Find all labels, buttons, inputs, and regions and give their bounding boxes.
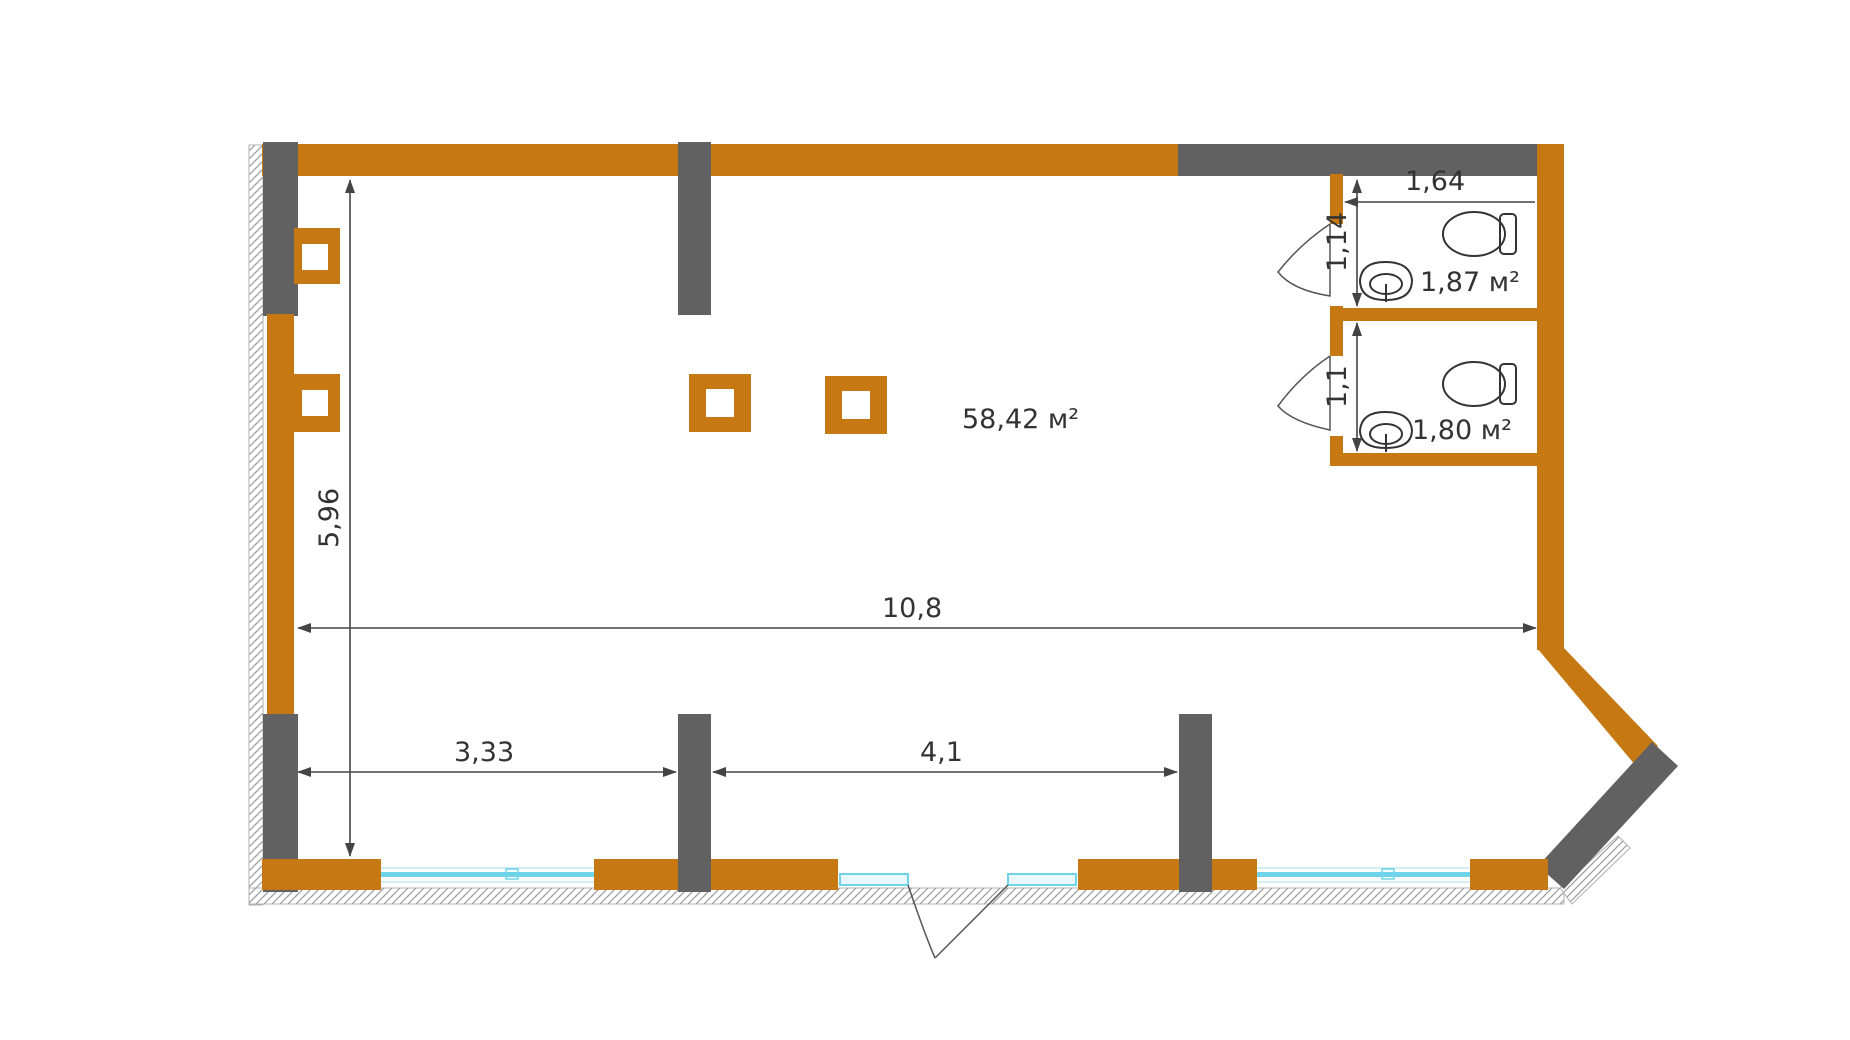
sink-icon bbox=[1358, 410, 1414, 452]
dim-wc2-depth-label: 1,1 bbox=[1322, 365, 1353, 408]
column-icon bbox=[294, 228, 340, 284]
dim-height-label: 5,96 bbox=[314, 488, 345, 548]
partition-top bbox=[678, 142, 711, 315]
wc-wall-left-upper bbox=[1330, 174, 1343, 224]
column-icon bbox=[294, 374, 340, 432]
exterior-hatch-corner bbox=[1559, 835, 1631, 905]
wall-right bbox=[1537, 144, 1564, 650]
wall-top-gray bbox=[1178, 144, 1540, 176]
wall-bottom-1 bbox=[262, 859, 381, 890]
toilet-icon bbox=[1442, 361, 1517, 407]
dim-wc-width-label: 1,64 bbox=[1405, 166, 1465, 197]
window-icon bbox=[381, 867, 594, 883]
window-icon bbox=[1257, 867, 1470, 883]
dim-width-total-label: 10,8 bbox=[882, 593, 942, 624]
wall-left bbox=[267, 314, 294, 716]
wall-left-gray-top bbox=[263, 142, 298, 316]
dim-wc1-depth-label: 1,14 bbox=[1322, 212, 1353, 272]
wall-bottom-4 bbox=[1470, 859, 1548, 890]
wc-divider bbox=[1330, 308, 1540, 321]
exterior-hatch-bottom bbox=[248, 887, 1565, 905]
wall-corner-gray bbox=[1538, 742, 1678, 889]
door-swing-icon bbox=[1277, 223, 1331, 297]
column-icon bbox=[825, 376, 887, 434]
dimension-lines bbox=[297, 179, 1537, 857]
wall-right-diagonal bbox=[1537, 648, 1658, 766]
wall-bottom-2 bbox=[594, 859, 838, 890]
main-area-label: 58,42 м² bbox=[962, 404, 1079, 435]
toilet-icon bbox=[1442, 211, 1517, 257]
wc-wall-bottom bbox=[1330, 453, 1540, 466]
wall-bottom-3 bbox=[1078, 859, 1257, 890]
column-icon bbox=[689, 374, 751, 432]
exterior-hatch-left bbox=[248, 144, 264, 906]
wall-top bbox=[262, 144, 1180, 176]
door-swing-icon bbox=[1277, 355, 1331, 431]
sink-icon bbox=[1358, 260, 1414, 302]
partition-bottom-right bbox=[1179, 714, 1212, 892]
dim-mid-segment-label: 4,1 bbox=[920, 737, 963, 768]
dim-left-segment-label: 3,33 bbox=[454, 737, 514, 768]
partition-bottom-left bbox=[678, 714, 711, 892]
wc1-area-label: 1,87 м² bbox=[1420, 267, 1520, 298]
door-swing-icon bbox=[839, 873, 1077, 959]
wc2-area-label: 1,80 м² bbox=[1412, 415, 1512, 446]
